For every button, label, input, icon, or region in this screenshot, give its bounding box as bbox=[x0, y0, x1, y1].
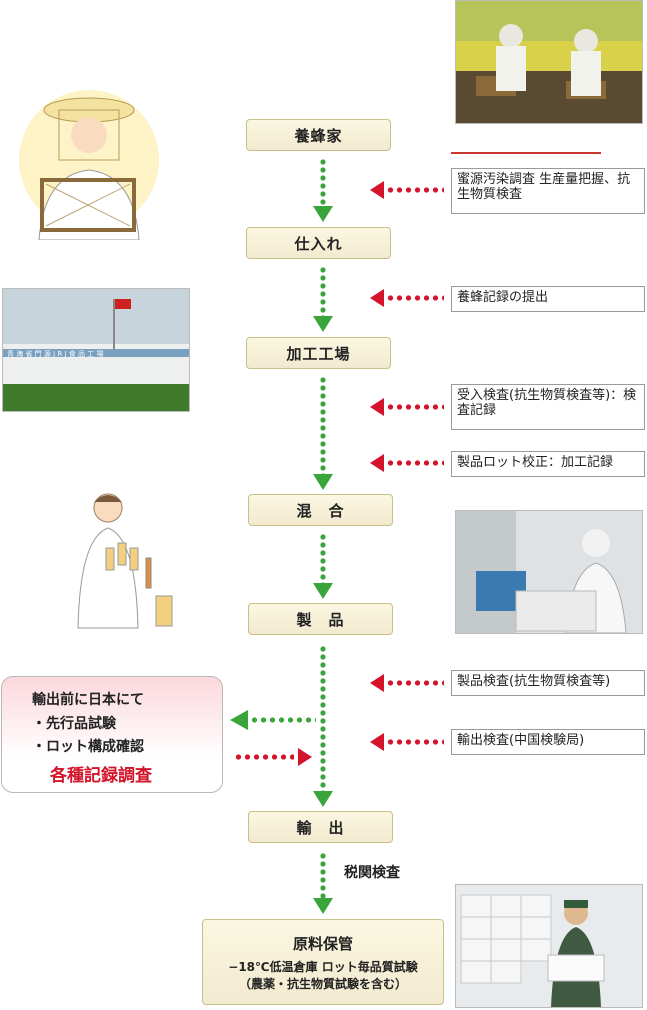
customs-inspection-label: 税関検査 bbox=[344, 865, 400, 881]
left-arrow-icon bbox=[370, 289, 384, 307]
check-connector bbox=[386, 680, 444, 686]
down-arrow-icon bbox=[313, 474, 333, 490]
check-connector bbox=[386, 460, 444, 466]
right-arrow-icon bbox=[298, 748, 312, 766]
japan-box-highlight: 各種記録調査 bbox=[50, 766, 152, 786]
left-arrow-icon bbox=[370, 674, 384, 692]
japan-box-line1: 輸出前に日本にて bbox=[32, 692, 144, 708]
feedback-connector bbox=[234, 754, 294, 760]
step-mixing: 混 合 bbox=[248, 494, 393, 526]
check-connector bbox=[386, 404, 444, 410]
sample-connector bbox=[250, 717, 316, 723]
flow-connector bbox=[320, 376, 326, 474]
down-arrow-icon bbox=[313, 898, 333, 914]
factory-photo: 青 海 省 門 源 J R J 食 品 工 場 bbox=[2, 288, 190, 412]
factory-sign-text: 青 海 省 門 源 J R J 食 品 工 場 bbox=[7, 350, 104, 358]
japan-box-line2: ・先行品試験 bbox=[32, 716, 116, 732]
storage-title: 原料保管 bbox=[292, 934, 353, 953]
note-lot-calibration: 製品ロット校正：加工記録 bbox=[451, 451, 645, 477]
note-product-inspection: 製品検査(抗生物質検査等) bbox=[451, 670, 645, 696]
down-arrow-icon bbox=[313, 583, 333, 599]
left-arrow-icon bbox=[370, 398, 384, 416]
storage-line2: （農薬・抗生物質試験を含む） bbox=[238, 976, 407, 991]
left-arrow-icon bbox=[370, 454, 384, 472]
check-connector bbox=[386, 187, 444, 193]
check-connector bbox=[386, 739, 444, 745]
japan-check-box: 輸出前に日本にて ・先行品試験 ・ロット構成確認 各種記録調査 bbox=[1, 676, 223, 793]
flow-connector bbox=[320, 852, 326, 898]
step-raw-material-storage: 原料保管 −18℃低温倉庫 ロット毎品質試験 （農薬・抗生物質試験を含む） bbox=[202, 919, 444, 1005]
step-product: 製 品 bbox=[248, 603, 393, 635]
flow-connector bbox=[320, 266, 326, 316]
down-arrow-icon bbox=[313, 316, 333, 332]
note-receiving-inspection: 受入検査(抗生物質検査等)：検査記録 bbox=[451, 384, 645, 430]
beekeeper-illustration bbox=[14, 80, 164, 241]
warehouse-photo bbox=[455, 884, 643, 1008]
note-export-inspection: 輸出検査(中国検験局) bbox=[451, 729, 645, 755]
step-export: 輸 出 bbox=[248, 811, 393, 843]
step-purchase: 仕入れ bbox=[246, 227, 391, 259]
flow-connector bbox=[320, 533, 326, 583]
step-beekeeper: 養蜂家 bbox=[246, 119, 391, 151]
note-contamination-survey: 蜜源汚染調査 生産量把握、抗生物質検査 bbox=[451, 168, 645, 214]
flow-connector bbox=[320, 158, 326, 206]
flow-connector bbox=[320, 645, 326, 791]
beekeepers-photo bbox=[455, 0, 643, 124]
packing-photo bbox=[455, 510, 643, 634]
step-processing-plant: 加工工場 bbox=[246, 337, 391, 369]
check-connector bbox=[386, 295, 444, 301]
scientist-illustration bbox=[38, 488, 188, 638]
left-arrow-icon bbox=[230, 710, 248, 730]
storage-line1: −18℃低温倉庫 ロット毎品質試験 bbox=[228, 959, 418, 974]
left-arrow-icon bbox=[370, 733, 384, 751]
down-arrow-icon bbox=[313, 791, 333, 807]
japan-box-line3: ・ロット構成確認 bbox=[32, 739, 144, 755]
down-arrow-icon bbox=[313, 206, 333, 222]
note-beekeeping-records: 養蜂記録の提出 bbox=[451, 286, 645, 312]
left-arrow-icon bbox=[370, 181, 384, 199]
divider-line bbox=[451, 152, 601, 154]
